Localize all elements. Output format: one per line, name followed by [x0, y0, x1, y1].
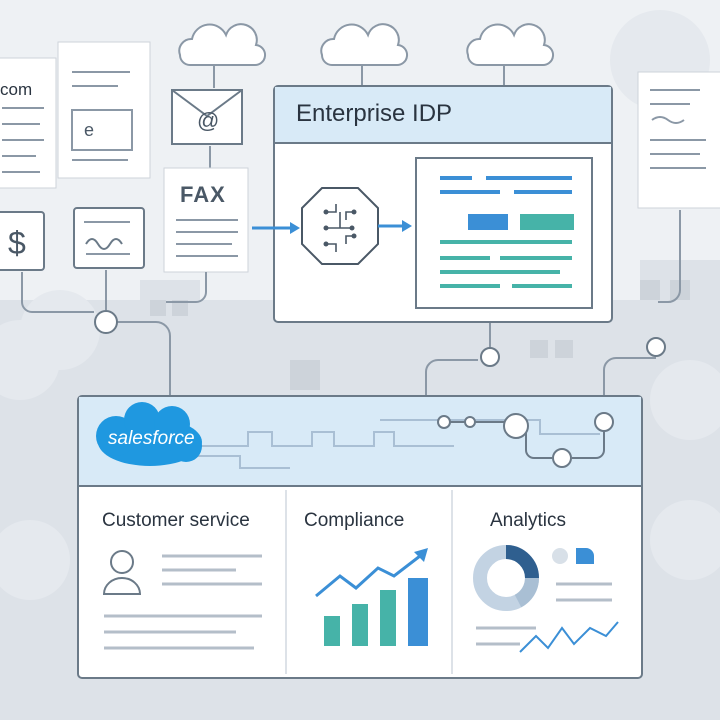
- trend-line: [315, 554, 421, 598]
- cloud-icon: [466, 23, 554, 67]
- analytics-lines: [476, 582, 612, 646]
- customer-service-lines: [104, 554, 262, 650]
- connector-nodes: [94, 310, 666, 367]
- cloud-connectors: [209, 66, 505, 168]
- fax-document-icon: [163, 167, 249, 273]
- signature-document-icon: [73, 207, 145, 269]
- input-arrow: [252, 222, 300, 234]
- section-title-customer-service: Customer service: [102, 510, 250, 531]
- svg-text:e: e: [84, 120, 94, 140]
- svg-text:$: $: [8, 225, 26, 261]
- donut-chart-icon: [473, 545, 539, 611]
- compliance-bar: [380, 590, 396, 646]
- partial-domain-text: com: [0, 80, 33, 99]
- document-icon: [637, 71, 720, 209]
- trend-arrow-head: [414, 548, 428, 562]
- email-document-icon: e: [57, 41, 151, 179]
- salesforce-nodes: [437, 412, 614, 468]
- analytics-sparkline: [519, 621, 619, 653]
- analytics-legend: [552, 548, 594, 564]
- input-connectors: [21, 210, 681, 396]
- compliance-bar: [324, 616, 340, 646]
- salesforce-header-circuits: [180, 419, 600, 469]
- ai-chip-icon: [301, 187, 412, 265]
- document-icon: [0, 57, 57, 189]
- currency-icon: $: [0, 211, 45, 271]
- salesforce-logo-cloud: [96, 402, 202, 466]
- compliance-bar: [408, 578, 428, 646]
- user-icon: [102, 550, 142, 595]
- enterprise-idp-title: Enterprise IDP: [296, 100, 453, 127]
- bar-chart-icon: [315, 548, 428, 646]
- at-sign: @: [197, 108, 219, 133]
- cloud-icon: [178, 23, 266, 67]
- section-title-compliance: Compliance: [304, 510, 405, 531]
- fax-label: FAX: [180, 182, 226, 207]
- email-envelope-icon: @: [171, 89, 243, 145]
- section-title-analytics: Analytics: [490, 510, 567, 531]
- compliance-bar: [352, 604, 368, 646]
- extracted-data-document: [415, 157, 593, 309]
- salesforce-logo-text: salesforce: [108, 428, 195, 449]
- cloud-icon: [320, 23, 408, 67]
